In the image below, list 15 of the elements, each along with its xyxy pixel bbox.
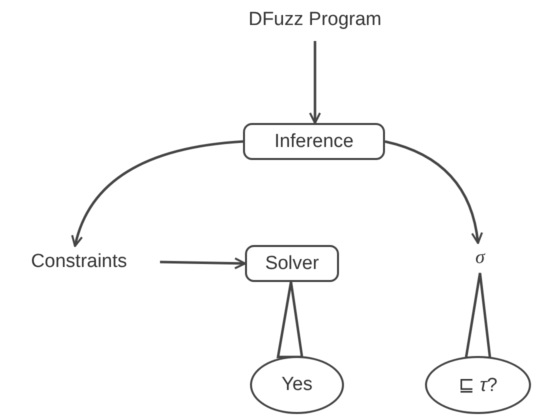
arrow xyxy=(72,140,244,247)
arrow xyxy=(160,257,246,270)
arrow xyxy=(309,41,321,124)
process-box xyxy=(245,245,339,282)
node-label: DFuzz Program xyxy=(248,9,382,31)
node-label: σ xyxy=(475,247,485,269)
label-text: ⊑ τ? xyxy=(458,374,498,397)
arrow xyxy=(384,140,483,244)
process-box xyxy=(243,123,385,160)
node-label: Constraints xyxy=(30,251,128,273)
callout-wedge xyxy=(276,280,304,358)
label-text: Inference xyxy=(274,130,354,152)
label-text: Solver xyxy=(265,252,319,274)
callout-wedge xyxy=(464,272,492,360)
label-text: Yes xyxy=(282,374,312,396)
